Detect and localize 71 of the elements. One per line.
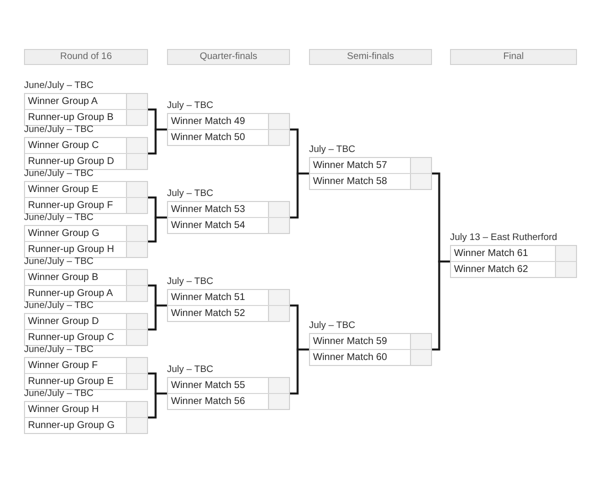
team-name: Winner Match 61 xyxy=(453,247,528,261)
bracket-line xyxy=(290,348,309,394)
team-name: Winner Group G xyxy=(27,227,100,241)
match-date: July – TBC xyxy=(309,144,356,156)
match-date: July 13 – East Rutherford xyxy=(450,232,558,244)
round-header: Final xyxy=(450,49,577,65)
match-card xyxy=(167,113,290,146)
team-name: Winner Group A xyxy=(27,95,98,109)
bracket-line xyxy=(290,172,309,218)
team-name: Winner Group F xyxy=(27,359,98,373)
match-card xyxy=(309,333,432,366)
team-name: Winner Match 51 xyxy=(170,291,246,305)
team-name: Runner-up Group D xyxy=(27,155,114,169)
team-name: Winner Match 52 xyxy=(170,307,246,321)
match-card xyxy=(24,137,148,170)
match-card xyxy=(24,313,148,346)
team-name: Winner Group B xyxy=(27,271,98,285)
match-date: July – TBC xyxy=(309,320,356,332)
match-card xyxy=(309,157,432,190)
match-date: June/July – TBC xyxy=(24,212,94,224)
match-card xyxy=(167,201,290,234)
match-card xyxy=(24,181,148,214)
team-name: Winner Match 62 xyxy=(453,263,528,277)
match-card xyxy=(450,245,577,278)
round-header: Semi-finals xyxy=(309,49,432,65)
team-name: Runner-up Group F xyxy=(27,199,113,213)
match-card xyxy=(167,289,290,322)
match-card xyxy=(24,401,148,434)
match-date: July – TBC xyxy=(167,100,214,112)
match-date: June/July – TBC xyxy=(24,168,94,180)
match-date: June/July – TBC xyxy=(24,256,94,268)
round-header: Quarter-finals xyxy=(167,49,290,65)
round-header: Round of 16 xyxy=(24,49,148,65)
match-card xyxy=(24,93,148,126)
bracket-line xyxy=(432,260,450,350)
match-date: June/July – TBC xyxy=(24,124,94,136)
team-name: Winner Match 58 xyxy=(312,175,388,189)
match-card xyxy=(167,377,290,410)
match-date: July – TBC xyxy=(167,364,214,376)
match-date: June/July – TBC xyxy=(24,344,94,356)
team-name: Winner Match 50 xyxy=(170,131,246,145)
team-name: Runner-up Group A xyxy=(27,287,113,301)
team-name: Winner Match 53 xyxy=(170,203,246,217)
team-name: Winner Group E xyxy=(27,183,98,197)
team-name: Winner Match 56 xyxy=(170,395,246,409)
match-card xyxy=(24,269,148,302)
team-name: Winner Match 54 xyxy=(170,219,246,233)
match-date: June/July – TBC xyxy=(24,80,94,92)
team-name: Winner Match 57 xyxy=(312,159,388,173)
team-name: Winner Group H xyxy=(27,403,99,417)
team-name: Winner Match 49 xyxy=(170,115,246,129)
bracket-line xyxy=(148,128,167,154)
team-name: Runner-up Group C xyxy=(27,331,114,345)
match-date: June/July – TBC xyxy=(24,388,94,400)
team-name: Runner-up Group B xyxy=(27,111,114,125)
bracket-line xyxy=(148,216,167,242)
team-name: Winner Match 59 xyxy=(312,335,388,349)
match-date: July – TBC xyxy=(167,188,214,200)
match-card xyxy=(24,225,148,258)
team-name: Winner Group C xyxy=(27,139,99,153)
team-name: Winner Group D xyxy=(27,315,99,329)
match-date: June/July – TBC xyxy=(24,300,94,312)
team-name: Runner-up Group H xyxy=(27,243,114,257)
team-name: Runner-up Group E xyxy=(27,375,114,389)
bracket-line xyxy=(148,392,167,418)
team-name: Winner Match 60 xyxy=(312,351,388,365)
match-card xyxy=(24,357,148,390)
bracket-line xyxy=(148,304,167,330)
team-name: Runner-up Group G xyxy=(27,419,115,433)
team-name: Winner Match 55 xyxy=(170,379,246,393)
match-date: July – TBC xyxy=(167,276,214,288)
